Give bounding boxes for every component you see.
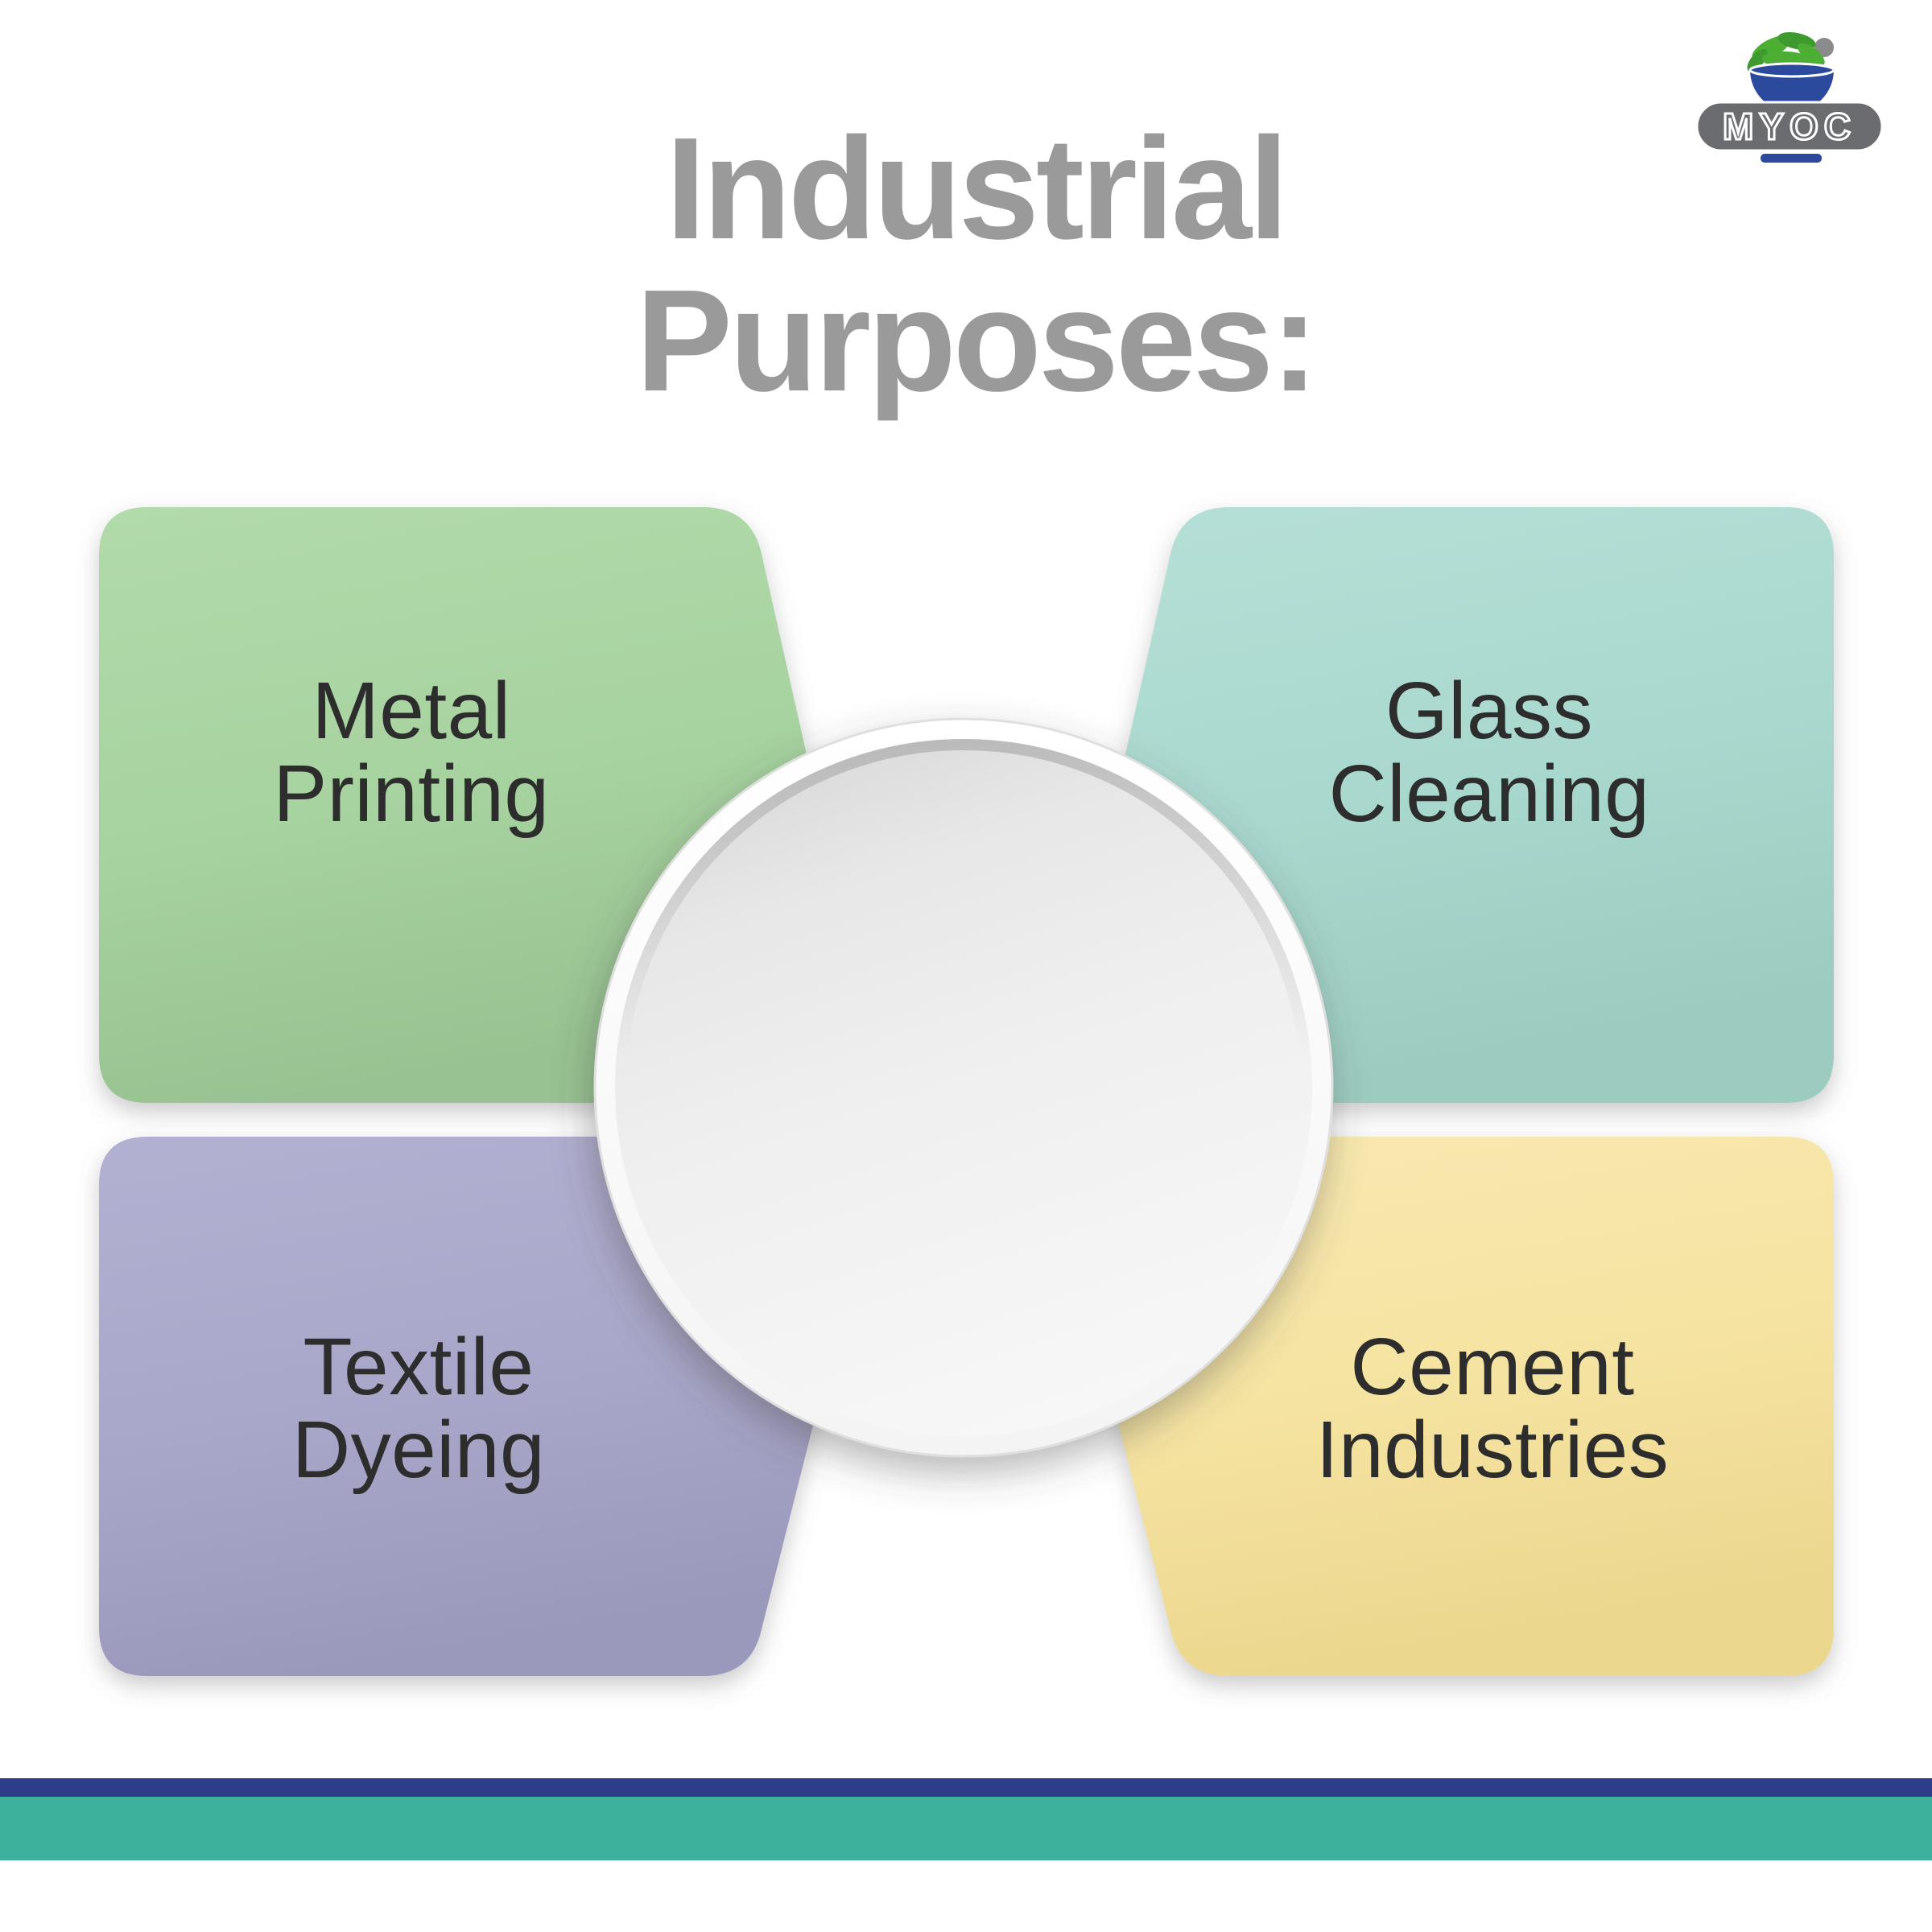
center-circle	[593, 717, 1334, 1458]
page-title-line-1: Industrial	[665, 108, 1289, 270]
footer-stripe-navy	[0, 1778, 1932, 1797]
card-label-line: Glass	[1385, 666, 1594, 756]
logo-brand-text: MYOC	[1723, 105, 1856, 147]
page-title-line-2: Purposes:	[635, 260, 1319, 422]
mortar-pestle-icon	[1747, 32, 1835, 112]
card-label-textile-dyeing: Textile Dyeing	[292, 1326, 545, 1492]
page-title: Industrial Purposes:	[635, 108, 1319, 422]
brand-logo: MYOC	[1695, 32, 1884, 163]
card-label-cement-industries: Cement Industries	[1316, 1326, 1670, 1492]
card-label-glass-cleaning: Glass Cleaning	[1329, 670, 1650, 836]
card-label-line: Printing	[273, 749, 550, 839]
card-label-line: Metal	[312, 666, 511, 756]
card-label-line: Industries	[1315, 1405, 1670, 1495]
card-label-metal-printing: Metal Printing	[273, 670, 549, 836]
card-label-line: Cement	[1350, 1322, 1635, 1412]
card-label-line: Textile	[303, 1322, 535, 1412]
logo-underline	[1761, 154, 1822, 163]
card-label-line: Cleaning	[1328, 749, 1650, 839]
footer-stripe-teal	[0, 1797, 1932, 1860]
card-label-line: Dyeing	[291, 1405, 546, 1495]
logo-nameplate	[1695, 101, 1884, 152]
